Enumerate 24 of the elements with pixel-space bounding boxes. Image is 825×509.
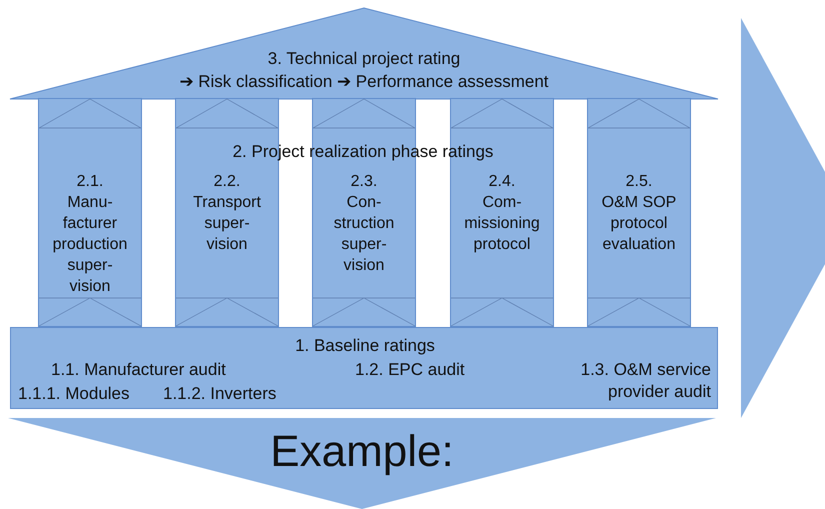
section-heading: 3. Technical project rating — [268, 48, 460, 70]
item-text: 1.2. EPC audit — [355, 359, 465, 381]
chevron-arrow — [8, 418, 716, 509]
item-text: O&M SOP protocol evaluation — [600, 193, 678, 255]
item-text: Manu- facturer production super- vision — [52, 193, 128, 297]
section-heading: 2.4. — [488, 172, 516, 192]
section-heading: 2.5. — [624, 172, 654, 192]
item-text: Com- missioning protocol — [463, 193, 541, 255]
section-heading: 2.3. — [350, 172, 378, 192]
example-heading: Example: — [270, 426, 454, 478]
chevron-arrow — [741, 18, 825, 418]
section-heading: 2.1. — [76, 172, 104, 192]
section-heading: 2. Project realization phase ratings — [232, 141, 494, 163]
item-text: Con- struction super- vision — [332, 193, 396, 276]
item-text: 1.1.1. Modules — [18, 383, 130, 405]
section-heading: 2.2. — [212, 172, 242, 192]
item-text: 1.3. O&M service provider audit — [580, 359, 711, 403]
section-heading: 1. Baseline ratings — [295, 335, 435, 357]
roof-triangle — [10, 8, 718, 99]
item-text: Transport super- vision — [192, 193, 262, 255]
item-text: 1.1. Manufacturer audit — [51, 359, 226, 381]
item-text: ➔ Risk classification ➔ Performance assessment — [179, 71, 549, 93]
base-box — [10, 327, 718, 409]
item-text: 1.1.2. Inverters — [163, 383, 276, 405]
